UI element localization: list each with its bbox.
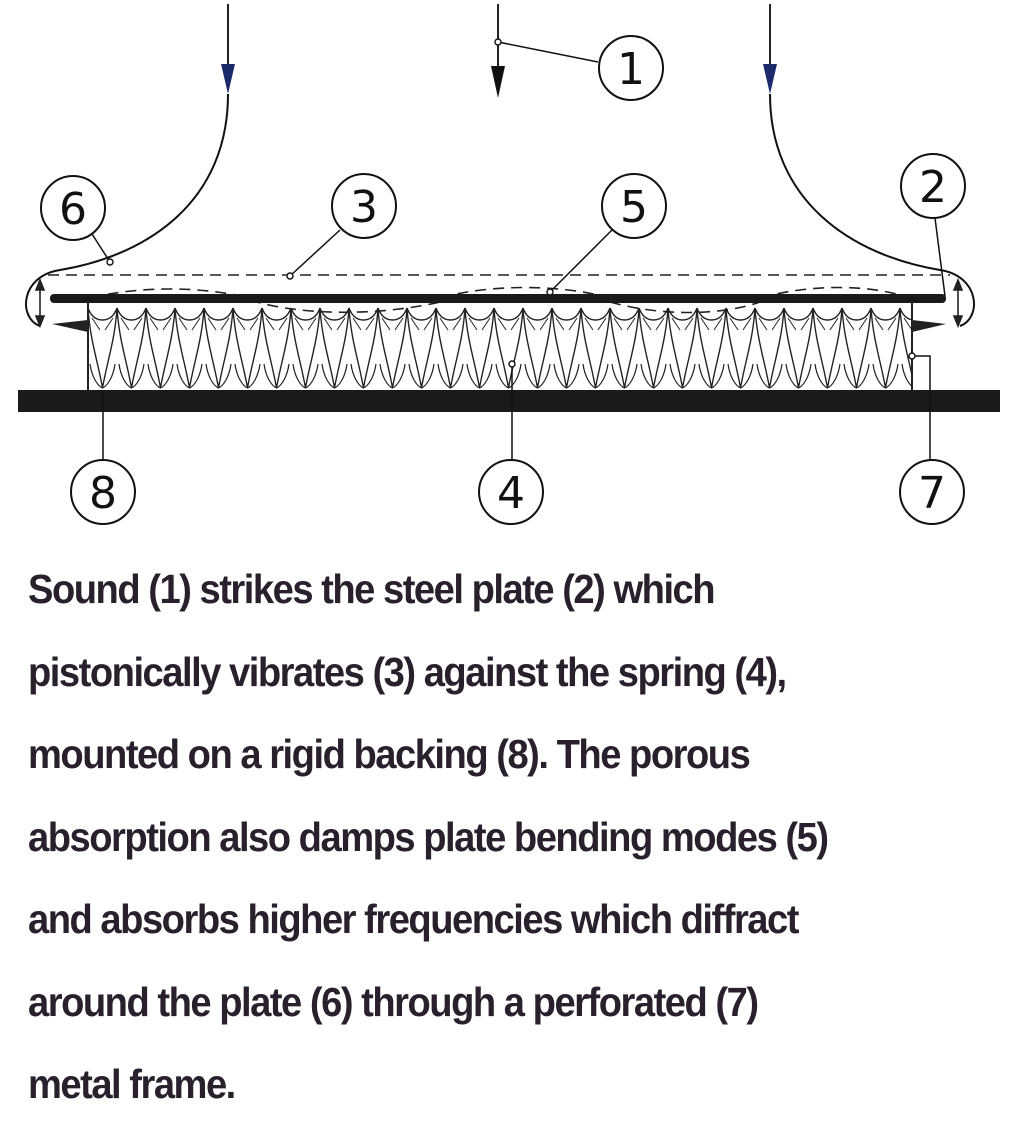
svg-text:4: 4: [497, 468, 525, 519]
sound-arrows: [221, 4, 777, 98]
svg-text:5: 5: [620, 182, 648, 233]
callout-2: 2: [900, 153, 966, 219]
svg-text:1: 1: [617, 44, 645, 95]
leader-lines: [91, 41, 946, 464]
callout-6: 6: [40, 175, 106, 241]
callout-4: 4: [478, 459, 544, 525]
caption-line: pistonically vibrates (3) against the sp…: [28, 648, 787, 695]
diffraction-paths: [25, 93, 975, 327]
svg-text:3: 3: [350, 182, 378, 233]
callout-8: 8: [70, 459, 136, 525]
svg-text:2: 2: [919, 162, 947, 213]
caption-text: Sound (1) strikes the steel plate (2) wh…: [28, 548, 939, 1126]
callout-3: 3: [331, 173, 397, 239]
svg-text:8: 8: [89, 468, 117, 519]
caption-line: Sound (1) strikes the steel plate (2) wh…: [28, 566, 716, 612]
caption-line: metal frame.: [28, 1061, 236, 1107]
svg-text:7: 7: [918, 468, 946, 519]
caption-line: absorption also damps plate bending mode…: [28, 813, 829, 860]
callout-7: 7: [899, 459, 965, 525]
caption-line: around the plate (6) through a perforate…: [28, 978, 759, 1025]
caption-line: and absorbs higher frequencies which dif…: [28, 896, 799, 942]
callout-5: 5: [601, 173, 667, 239]
steel-plate: [50, 294, 946, 303]
spring-layer: [88, 300, 912, 390]
acoustic-panel-diagram: 1 2 3 5 6 8 4 7: [18, 4, 1000, 525]
edge-arrows: [34, 277, 964, 332]
caption-line: mounted on a rigid backing (8). The poro…: [28, 731, 751, 777]
callout-1: 1: [598, 35, 664, 101]
rigid-backing: [18, 390, 1000, 412]
leader-dots: [106, 38, 916, 368]
svg-text:6: 6: [59, 184, 87, 235]
